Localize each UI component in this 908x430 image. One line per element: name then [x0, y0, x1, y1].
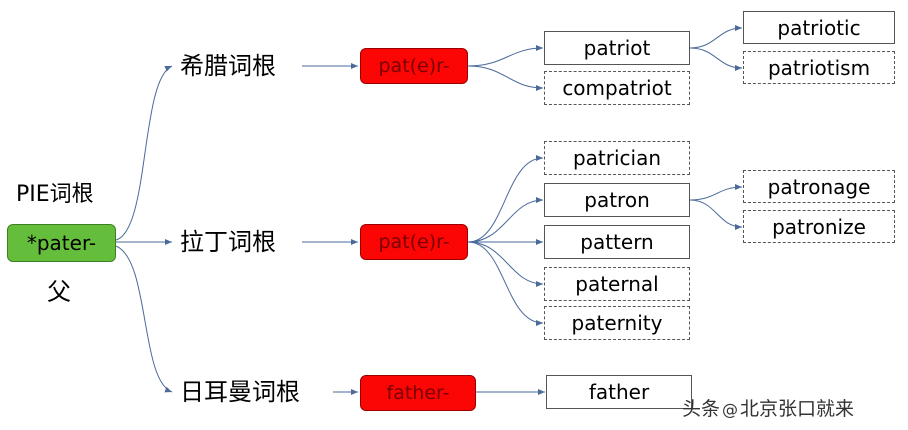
word-box-patronize: patronize: [743, 210, 895, 243]
watermark-suffix: 北京张口就来: [740, 398, 855, 420]
branch-label-greek: 希腊词根: [180, 52, 276, 80]
link-paternity: [467, 241, 544, 326]
root-heading: PIE词根: [16, 182, 94, 207]
link-patriotism: [689, 47, 743, 71]
at-icon: @: [722, 400, 739, 419]
link-root-german: [115, 245, 173, 393]
link-paternal: [467, 241, 544, 287]
link-patriotic: [689, 25, 743, 49]
latin-root-box: pat(e)r-: [360, 224, 468, 260]
link-compatriot: [467, 65, 544, 91]
word-box-patriot: patriot: [544, 31, 690, 65]
root-term-box: *pater-: [7, 224, 116, 262]
greek-root-box: pat(e)r-: [360, 48, 468, 84]
word-box-pattern: pattern: [544, 225, 690, 259]
link-patrician: [467, 155, 544, 243]
branch-label-latin: 拉丁词根: [180, 228, 276, 256]
word-box-compatriot: compatriot: [544, 71, 690, 105]
word-box-patrician: patrician: [544, 141, 690, 175]
word-box-patronage: patronage: [743, 170, 895, 203]
link-patronize: [689, 199, 743, 230]
link-patron: [467, 197, 544, 243]
branch-label-german: 日耳曼词根: [180, 378, 300, 406]
word-box-father: father: [546, 375, 692, 409]
watermark: 头条@北京张口就来: [682, 394, 854, 421]
link-patronage: [689, 184, 743, 201]
word-box-patron: patron: [544, 183, 690, 217]
root-meaning: 父: [47, 278, 71, 306]
word-box-patriotic: patriotic: [743, 11, 895, 44]
word-box-paternity: paternity: [544, 306, 690, 340]
link-root-greek: [115, 65, 173, 241]
watermark-prefix: 头条: [682, 398, 721, 420]
link-patriot: [467, 45, 544, 67]
german-root-box: father-: [360, 375, 476, 411]
word-box-patriotism: patriotism: [743, 51, 895, 84]
word-box-paternal: paternal: [544, 267, 690, 301]
